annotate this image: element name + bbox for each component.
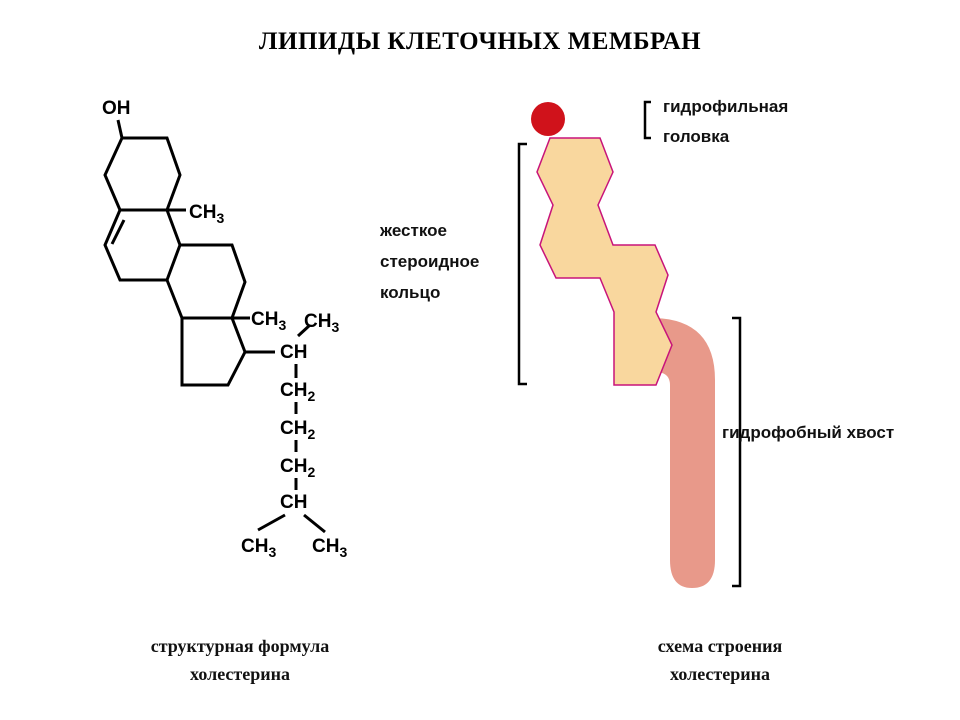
caption-schema: схема строения холестерина: [570, 632, 870, 688]
ch3-label-c10: CH3: [189, 202, 224, 226]
cholesterol-structural-formula: [103, 119, 326, 534]
ch2-label-1: CH2: [280, 380, 315, 404]
ring-label-line1: жесткое: [380, 221, 447, 240]
head-bracket: [643, 100, 651, 140]
page-title: ЛИПИДЫ КЛЕТОЧНЫХ МЕМБРАН: [258, 28, 702, 55]
steroid-ring-shape: [536, 137, 673, 386]
ch2-label-2: CH2: [280, 418, 315, 442]
ring-c: [165, 243, 247, 320]
hydrophilic-head: [531, 102, 565, 136]
ch-methyl-bond: [296, 323, 312, 338]
ring-d: [180, 316, 247, 387]
caption-left-line1: структурная формула: [150, 636, 330, 656]
ch3-label-terminal-left: CH3: [241, 536, 276, 560]
hydrophobic-tail: [655, 318, 715, 588]
ch2-label-3: CH2: [280, 456, 315, 480]
ch3-label-terminal-right: CH3: [312, 536, 347, 560]
tail-label: гидрофобный хвост: [722, 423, 895, 442]
caption-right-line2: холестерина: [670, 664, 770, 684]
oh-label: OH: [102, 98, 131, 119]
formula-labels: OH CH3 CH3 CH3 CH CH2 CH2 CH2 CH CH3 CH3: [102, 98, 347, 560]
ch-label-2: CH: [280, 492, 307, 513]
ch-label-1: CH: [280, 342, 307, 363]
ring-label: жесткое стероидное кольцо: [380, 215, 479, 308]
caption-left-line2: холестерина: [190, 664, 290, 684]
head-label-line1: гидрофильная: [663, 97, 789, 116]
tail-bracket: [732, 316, 742, 588]
ch3-label-c13: CH3: [251, 309, 286, 333]
double-bond: [110, 219, 126, 245]
head-label: гидрофильная головка: [663, 92, 788, 152]
cholesterol-schema: [531, 102, 715, 588]
ring-bracket: [517, 142, 527, 386]
ring-label-line2: стероидное: [380, 252, 480, 271]
brackets: [517, 100, 742, 588]
oh-bond: [116, 119, 124, 139]
ring-label-line3: кольцо: [380, 283, 441, 302]
ch3-label-side: CH3: [304, 311, 339, 335]
caption-right-line1: схема строения: [657, 636, 783, 656]
branch-right: [303, 513, 326, 534]
branch-left: [257, 513, 286, 532]
ring-a: [103, 136, 182, 212]
head-label-line2: головка: [663, 127, 730, 146]
caption-structural-formula: структурная формула холестерина: [90, 632, 390, 688]
ring-b: [103, 208, 182, 282]
